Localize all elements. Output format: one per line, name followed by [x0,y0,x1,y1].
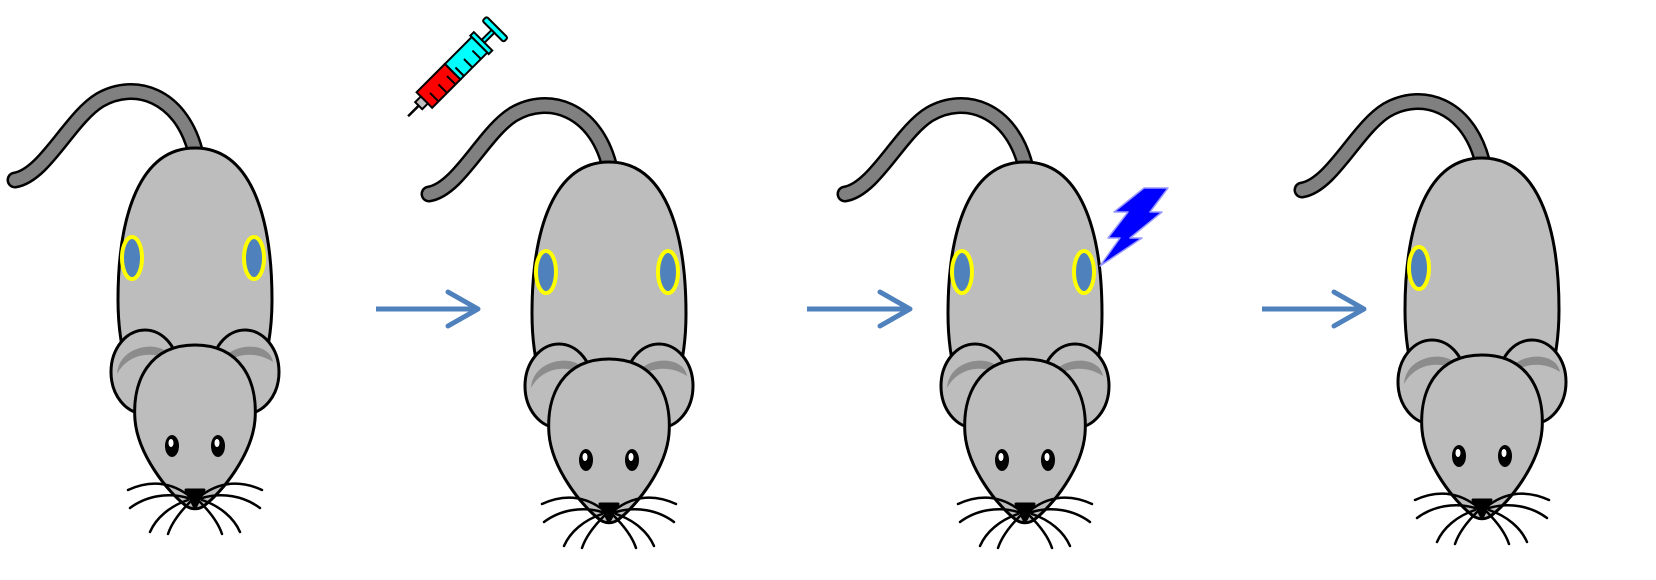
arrow-2 [807,292,910,326]
eye-right-highlight [629,453,634,461]
whisker-7 [616,514,654,546]
mouse-baseline [15,92,279,534]
eye-right-highlight [215,439,220,447]
whisker-7 [1032,514,1070,546]
marked-spot-left [1409,247,1429,289]
eye-left-highlight [999,453,1004,461]
eye-right-highlight [1045,453,1050,461]
whisker-7 [1489,510,1527,542]
marked-spot-left [122,237,142,279]
whisker-3 [150,500,188,532]
marked-spot-right [244,237,264,279]
lightning-bolt-icon [1100,188,1168,266]
eye-left-highlight [1456,449,1461,457]
marked-spot-left [952,251,972,293]
mouse-injection [429,106,693,548]
arrow-3 [1262,292,1364,326]
marked-spot-right [658,251,678,293]
marked-spot-left [536,251,556,293]
mouse-stimulation [845,106,1109,548]
eye-left-highlight [583,453,588,461]
marked-spot-right [1074,251,1094,293]
syringe-icon [397,17,507,127]
eye-right-highlight [1502,449,1507,457]
whisker-3 [564,514,602,546]
whisker-7 [202,500,240,532]
arrow-1 [376,292,478,326]
whisker-3 [1437,510,1475,542]
eye-left-highlight [169,439,174,447]
whisker-3 [980,514,1018,546]
